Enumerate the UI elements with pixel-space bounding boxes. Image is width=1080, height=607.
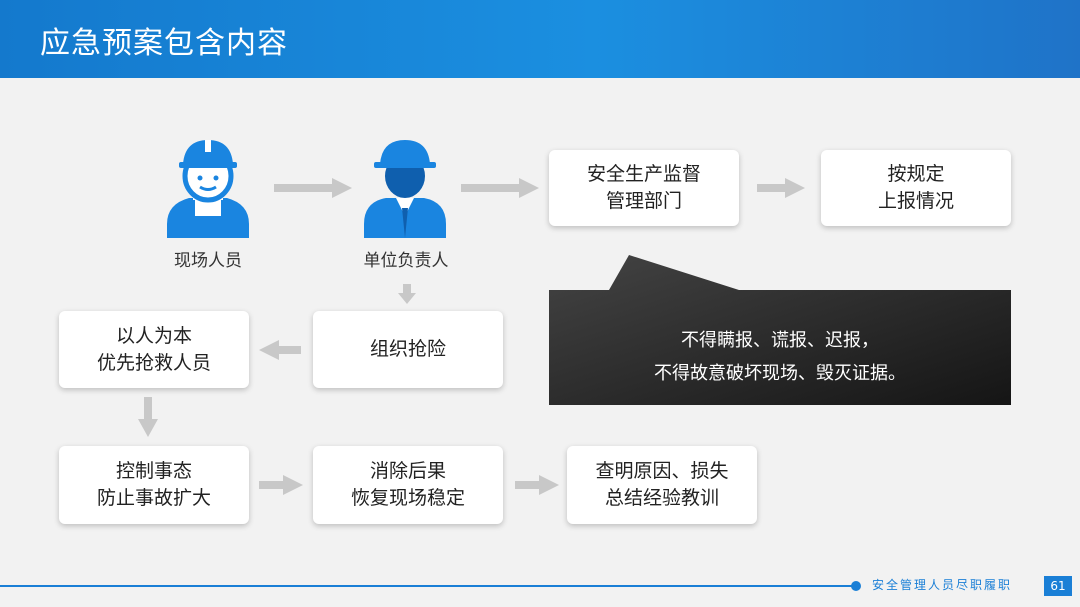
footer-dot xyxy=(851,581,861,591)
supervisor-hardhat-icon xyxy=(364,140,446,238)
arrow-right-icon xyxy=(274,178,352,198)
box-report: 按规定 上报情况 xyxy=(821,150,1011,226)
box-text: 恢复现场稳定 xyxy=(350,487,465,509)
box-organize-rescue: 组织抢险 xyxy=(313,311,503,388)
page-title: 应急预案包含内容 xyxy=(40,26,288,61)
box-text: 上报情况 xyxy=(877,190,954,212)
footer-divider xyxy=(0,585,856,587)
worker-hardhat-icon xyxy=(167,140,249,238)
arrow-right-icon xyxy=(461,178,539,198)
callout-line: 不得瞒报、谎报、迟报， xyxy=(681,330,879,351)
box-text: 管理部门 xyxy=(605,190,682,212)
box-text: 控制事态 xyxy=(115,460,192,482)
arrow-left-icon xyxy=(259,340,301,360)
box-text: 消除后果 xyxy=(369,460,446,482)
arrow-right-icon xyxy=(515,475,559,495)
callout-line: 不得故意破坏现场、毁灭证据。 xyxy=(654,363,906,384)
arrow-right-icon xyxy=(757,178,805,198)
arrow-right-icon xyxy=(259,475,303,495)
box-text: 优先抢救人员 xyxy=(96,351,211,374)
box-safety-dept: 安全生产监督 管理部门 xyxy=(549,150,739,226)
box-text: 查明原因、损失 xyxy=(595,460,729,482)
box-text: 总结经验教训 xyxy=(604,487,719,509)
page-number: 61 xyxy=(1044,576,1072,596)
box-text: 以人为本 xyxy=(115,324,192,347)
header-bar: 应急预案包含内容 xyxy=(0,0,1080,78)
box-eliminate-consequences: 消除后果 恢复现场稳定 xyxy=(313,446,503,524)
box-control-situation: 控制事态 防止事故扩大 xyxy=(59,446,249,524)
callout-bubble xyxy=(549,255,1011,405)
box-text: 安全生产监督 xyxy=(586,163,701,185)
box-text: 按规定 xyxy=(887,163,945,185)
arrow-down-icon xyxy=(138,397,158,437)
actor-label-worker: 现场人员 xyxy=(174,251,242,271)
box-text: 组织抢险 xyxy=(369,338,446,360)
footer-caption: 安全管理人员尽职履职 xyxy=(872,578,1013,592)
arrow-down-icon xyxy=(398,284,416,304)
box-investigate-cause: 查明原因、损失 总结经验教训 xyxy=(567,446,757,524)
box-text: 防止事故扩大 xyxy=(96,487,211,509)
actor-label-supervisor: 单位负责人 xyxy=(363,251,449,271)
callout-text: 不得瞒报、谎报、迟报， 不得故意破坏现场、毁灭证据。 xyxy=(549,312,1011,402)
box-people-first: 以人为本 优先抢救人员 xyxy=(59,311,249,388)
